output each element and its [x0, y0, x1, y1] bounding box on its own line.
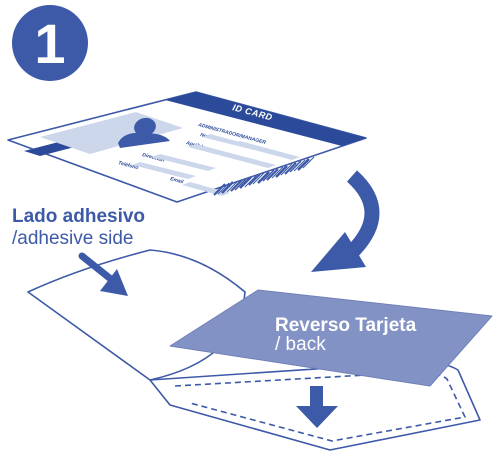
down-arrow-icon	[296, 386, 338, 428]
pouch-top-flap	[27, 249, 246, 381]
step-badge-icon	[12, 5, 88, 81]
id-card-field-address: Dirección	[141, 152, 165, 164]
step-badge: 1	[12, 5, 88, 81]
curved-arrow-icon	[311, 170, 380, 272]
card-back-label-en: / back	[275, 334, 326, 355]
id-card-field-bars	[132, 134, 300, 196]
barcode-icon	[213, 156, 315, 196]
id-card-field-email: Email	[169, 176, 184, 185]
card-back-label-es: Reverso Tarjeta	[275, 315, 417, 336]
step-number: 1	[34, 12, 65, 75]
person-silhouette-icon	[118, 117, 170, 148]
pointer-arrow-icon	[78, 252, 128, 296]
id-card: ID CARD ADMINISTRADOR/MANAGER Nombre Ape…	[7, 91, 367, 203]
card-back: Reverso Tarjeta / back	[169, 289, 493, 387]
id-card-field-phone: Teléfono	[117, 160, 139, 171]
adhesive-side-label-es: Lado adhesivo	[12, 206, 145, 227]
id-card-header-band	[165, 92, 366, 146]
adhesive-side-label-en: /adhesive side	[12, 228, 133, 249]
